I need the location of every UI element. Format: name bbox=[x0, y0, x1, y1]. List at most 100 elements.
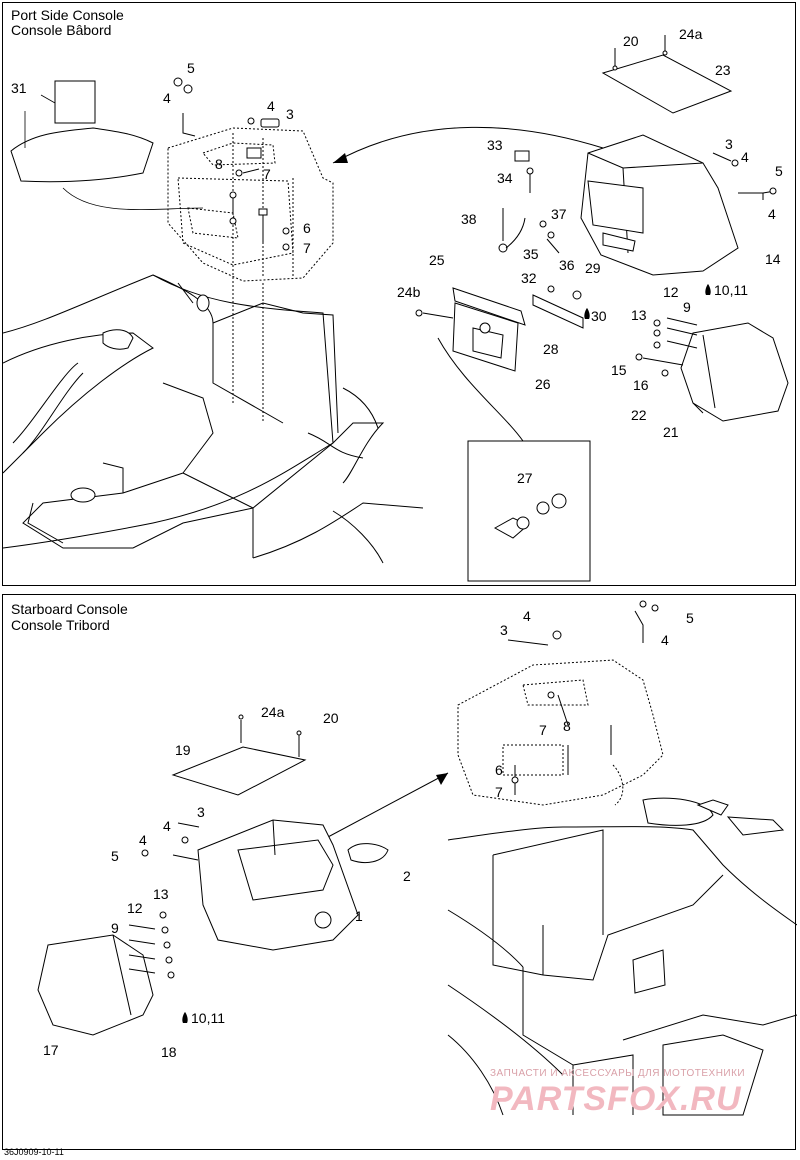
part-31-panel bbox=[10, 80, 204, 210]
callout-24b: 24b bbox=[397, 284, 421, 300]
callout-32: 32 bbox=[521, 270, 537, 286]
callout-36: 36 bbox=[559, 257, 575, 273]
port-console-ghost bbox=[167, 113, 334, 423]
callout-4: 4 bbox=[267, 98, 275, 114]
detail-box-27 bbox=[437, 337, 591, 582]
callout-3: 3 bbox=[286, 106, 294, 122]
callout-26: 26 bbox=[535, 376, 551, 392]
callout-4: 4 bbox=[163, 818, 171, 834]
callout-4: 4 bbox=[741, 149, 749, 165]
starboard-console-panel: Starboard Console Console Tribord bbox=[2, 594, 797, 1150]
callout-3: 3 bbox=[197, 804, 205, 820]
callout-7: 7 bbox=[495, 784, 503, 800]
callout-4: 4 bbox=[523, 608, 531, 624]
part-17-endcap bbox=[37, 934, 154, 1036]
assembly-arrow bbox=[312, 772, 449, 846]
callout-30: 30 bbox=[591, 308, 607, 324]
part-1-console-body bbox=[197, 819, 359, 951]
port-side-console-panel: Port Side Console Console Bâbord bbox=[2, 2, 796, 586]
watermark-text: ЗАПЧАСТИ И АКСЕССУАРЫ ДЛЯ МОТОТЕХНИКИ bbox=[490, 1068, 746, 1079]
callout-5: 5 bbox=[686, 610, 694, 626]
callout-20: 20 bbox=[323, 710, 339, 726]
callout-23: 23 bbox=[715, 62, 731, 78]
callout-3: 3 bbox=[725, 136, 733, 152]
starboard-console-ghost bbox=[457, 610, 664, 806]
callout-18: 18 bbox=[161, 1044, 177, 1060]
callout-4: 4 bbox=[139, 832, 147, 848]
callout-25: 25 bbox=[429, 252, 445, 268]
callout-13: 13 bbox=[153, 886, 169, 902]
glue-drop-icon bbox=[584, 308, 590, 319]
callout-4: 4 bbox=[163, 90, 171, 106]
starboard-exploded-diagram: 4 5 3 4 7 8 6 7 24a 20 19 3 4 4 5 2 1 12… bbox=[37, 600, 797, 1116]
glue-drop-icon bbox=[705, 284, 711, 295]
callout-12: 12 bbox=[127, 900, 143, 916]
callout-labels-bottom: 4 5 3 4 7 8 6 7 24a 20 19 3 4 4 5 2 1 12… bbox=[43, 608, 694, 1060]
section-title-fr: Console Bâbord bbox=[11, 22, 112, 38]
callout-4: 4 bbox=[768, 206, 776, 222]
callout-15: 15 bbox=[611, 362, 627, 378]
callout-34: 34 bbox=[497, 170, 513, 186]
fasteners-right bbox=[712, 152, 777, 200]
callout-4: 4 bbox=[661, 632, 669, 648]
callout-1: 1 bbox=[355, 908, 363, 924]
callout-37: 37 bbox=[551, 206, 567, 222]
callout-5: 5 bbox=[775, 163, 783, 179]
part-21-22-endcap bbox=[680, 322, 789, 422]
callout-7: 7 bbox=[263, 166, 271, 182]
part-19-cover bbox=[171, 714, 307, 796]
callout-labels-top: 31 5 4 4 3 8 7 6 7 20 24a 23 33 34 3 4 5… bbox=[11, 26, 783, 486]
figure-code: 36J0909-10-11 bbox=[4, 1147, 64, 1157]
section-title-en: Starboard Console bbox=[11, 601, 128, 617]
callout-10-11: 10,11 bbox=[191, 1010, 225, 1026]
callout-7: 7 bbox=[539, 722, 547, 738]
callout-29: 29 bbox=[585, 260, 601, 276]
callout-5: 5 bbox=[187, 60, 195, 76]
section-title-en: Port Side Console bbox=[11, 7, 124, 23]
callout-20: 20 bbox=[623, 33, 639, 49]
part-23-cover bbox=[601, 35, 733, 114]
callout-21: 21 bbox=[663, 424, 679, 440]
callout-24a: 24a bbox=[679, 26, 703, 42]
callout-8: 8 bbox=[563, 718, 571, 734]
callout-28: 28 bbox=[543, 341, 559, 357]
callout-24a: 24a bbox=[261, 704, 285, 720]
section-title-fr: Console Tribord bbox=[11, 617, 110, 633]
callout-31: 31 bbox=[11, 80, 27, 96]
callout-2: 2 bbox=[403, 868, 411, 884]
callout-35: 35 bbox=[523, 246, 539, 262]
callout-8: 8 bbox=[215, 156, 223, 172]
callout-3: 3 bbox=[500, 622, 508, 638]
callout-12: 12 bbox=[663, 284, 679, 300]
glue-drop-icon bbox=[182, 1012, 188, 1023]
callout-9: 9 bbox=[111, 920, 119, 936]
callout-9: 9 bbox=[683, 299, 691, 315]
callout-38: 38 bbox=[461, 211, 477, 227]
part-25-26-door bbox=[415, 287, 526, 372]
callout-33: 33 bbox=[487, 137, 503, 153]
callout-5: 5 bbox=[111, 848, 119, 864]
callout-19: 19 bbox=[175, 742, 191, 758]
bolts-endcap bbox=[635, 317, 698, 377]
callout-7: 7 bbox=[303, 240, 311, 256]
bolts-starboard bbox=[128, 911, 175, 979]
small-parts-center bbox=[498, 150, 560, 254]
part-28-latch bbox=[532, 285, 584, 329]
part-14-console-body bbox=[580, 134, 739, 276]
port-side-exploded-diagram: 31 5 4 4 3 8 7 6 7 20 24a 23 33 34 3 4 5… bbox=[3, 26, 789, 582]
callout-22: 22 bbox=[631, 407, 647, 423]
callout-10-11: 10,11 bbox=[714, 282, 748, 298]
watermark-logo: PARTSFOX.RU bbox=[490, 1080, 742, 1118]
callout-6: 6 bbox=[303, 220, 311, 236]
callout-27: 27 bbox=[517, 470, 533, 486]
part-2-ring bbox=[347, 843, 389, 863]
callout-13: 13 bbox=[631, 307, 647, 323]
callout-17: 17 bbox=[43, 1042, 59, 1058]
callout-16: 16 bbox=[633, 377, 649, 393]
fasteners-starboard-top bbox=[507, 600, 659, 795]
assembly-arrow bbox=[332, 126, 604, 164]
fasteners-top-left bbox=[173, 77, 290, 251]
callout-6: 6 bbox=[495, 762, 503, 778]
boat-hull-starboard bbox=[447, 797, 797, 1116]
callout-14: 14 bbox=[765, 251, 781, 267]
